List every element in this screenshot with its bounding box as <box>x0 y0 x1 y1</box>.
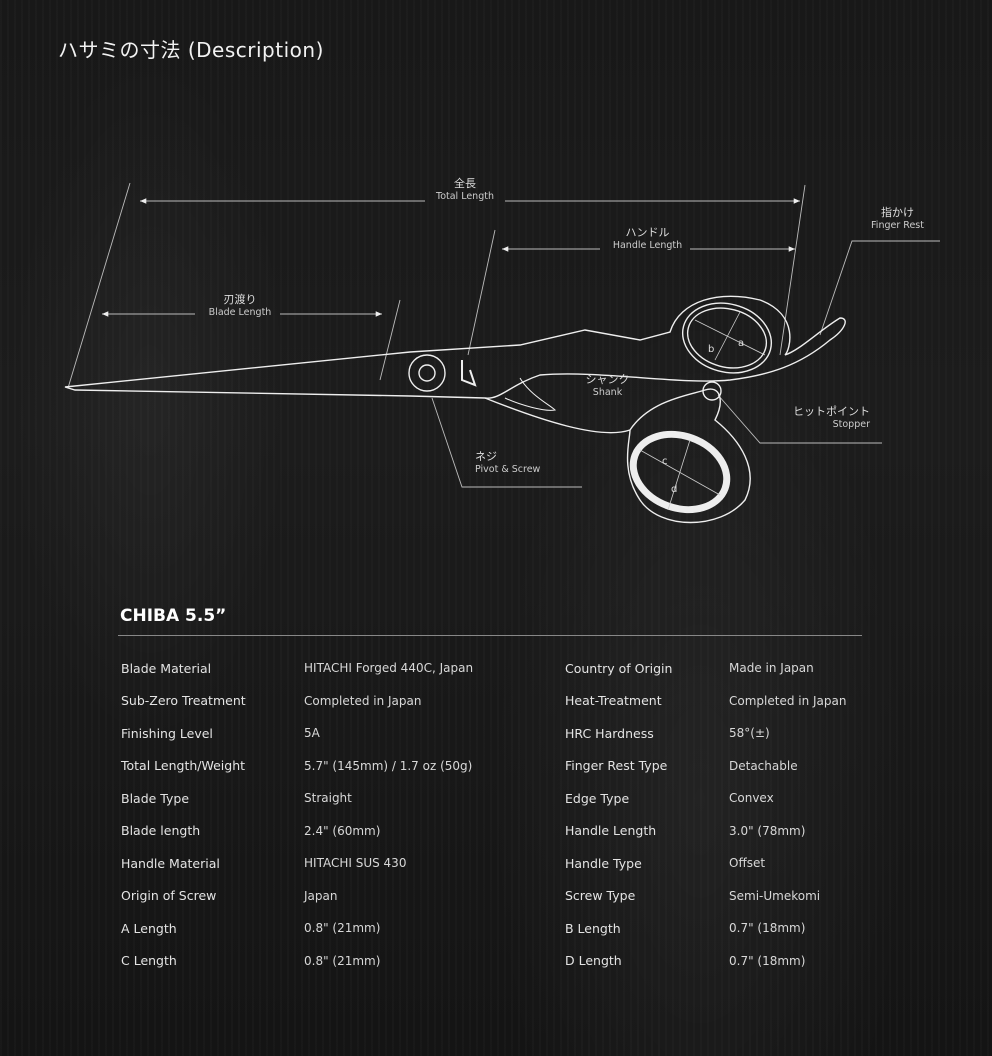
spec-value: 5A <box>304 726 320 741</box>
spec-label: Handle Type <box>565 855 642 871</box>
spec-value: 0.8" (21mm) <box>304 921 381 936</box>
spec-label: Sub-Zero Treatment <box>121 693 246 709</box>
spec-value: Completed in Japan <box>729 693 847 708</box>
spec-row: Total Length/Weight 5.7" (145mm) / 1.7 oz… <box>121 750 473 783</box>
spec-row: C Length 0.8" (21mm) <box>121 945 473 978</box>
spec-label: Country of Origin <box>565 660 673 676</box>
total-length-en: Total Length <box>436 190 494 202</box>
spec-value: HITACHI Forged 440C, Japan <box>304 661 474 676</box>
scissors-diagram <box>64 182 940 524</box>
spec-value: Japan <box>304 888 338 903</box>
spec-value: 0.7" (18mm) <box>729 921 806 936</box>
stopper-en: Stopper <box>832 418 870 430</box>
spec-label: Finishing Level <box>121 725 213 741</box>
spec-value: 58°(±) <box>729 726 770 741</box>
total-length-jp: 全長 <box>454 177 476 190</box>
spec-label: B Length <box>565 920 621 936</box>
spec-label: Blade Type <box>121 790 190 806</box>
letter-a: a <box>738 338 745 349</box>
spec-row: Sub-Zero Treatment Completed in Japan <box>121 685 473 718</box>
spec-label: Handle Material <box>121 855 220 871</box>
product-title: CHIBA 5.5” <box>120 606 227 626</box>
spec-label: Edge Type <box>565 790 630 806</box>
handle-length-en: Handle Length <box>612 239 683 251</box>
page-title: ハサミの寸法 (Description) <box>58 38 324 62</box>
spec-row: B Length 0.7" (18mm) <box>565 912 847 945</box>
spec-value: 3.0" (78mm) <box>729 823 806 838</box>
spec-value: 0.8" (21mm) <box>304 953 381 968</box>
dimension-lines <box>67 182 940 488</box>
spec-row: Finishing Level 5A <box>121 717 473 750</box>
spec-row: Handle Type Offset <box>565 847 847 880</box>
spec-value: 2.4" (60mm) <box>304 823 381 838</box>
handle-length-jp: ハンドル <box>625 226 670 239</box>
spec-row: Edge Type Convex <box>565 782 847 815</box>
spec-row: Handle Material HITACHI SUS 430 <box>121 847 473 880</box>
spec-label: Total Length/Weight <box>121 758 246 774</box>
spec-row: Origin of Screw Japan <box>121 880 473 913</box>
spec-label: HRC Hardness <box>565 725 654 741</box>
spec-label: C Length <box>121 953 177 969</box>
spec-label: D Length <box>565 953 622 969</box>
spec-row: Blade Material HITACHI Forged 440C, Japan <box>121 652 473 685</box>
spec-label: A Length <box>121 920 177 936</box>
scissors-outline <box>64 295 846 524</box>
spec-row: Finger Rest Type Detachable <box>565 750 847 783</box>
spec-row: Handle Length 3.0" (78mm) <box>565 815 847 848</box>
spec-row: Heat-Treatment Completed in Japan <box>565 685 847 718</box>
spec-label: Heat-Treatment <box>565 693 662 709</box>
spec-value: 5.7" (145mm) / 1.7 oz (50g) <box>304 758 473 773</box>
spec-row: Blade length 2.4" (60mm) <box>121 815 473 848</box>
finger-rest-en: Finger Rest <box>871 219 924 231</box>
spec-label: Origin of Screw <box>121 888 217 904</box>
letter-c: c <box>662 456 668 467</box>
spec-row: A Length 0.8" (21mm) <box>121 912 473 945</box>
divider <box>118 635 862 636</box>
spec-value: Straight <box>304 791 352 806</box>
spec-value: Completed in Japan <box>304 693 422 708</box>
spec-row: HRC Hardness 58°(±) <box>565 717 847 750</box>
spec-label: Blade Material <box>121 660 212 676</box>
spec-label: Blade length <box>121 823 201 839</box>
spec-value: Convex <box>729 791 774 806</box>
spec-row: Country of Origin Made in Japan <box>565 652 847 685</box>
spec-row: Screw Type Semi-Umekomi <box>565 880 847 913</box>
specs-left-column: Blade Material HITACHI Forged 440C, Japan… <box>121 652 473 977</box>
pivot-en: Pivot & Screw <box>475 463 541 475</box>
spec-value: Offset <box>729 856 766 871</box>
pivot-jp: ネジ <box>475 450 497 463</box>
shank-jp: シャンク <box>585 373 630 386</box>
spec-value: Semi-Umekomi <box>729 888 821 903</box>
stopper-jp: ヒットポイント <box>793 405 870 418</box>
spec-row: Blade Type Straight <box>121 782 473 815</box>
blade-length-jp: 刃渡り <box>223 293 257 306</box>
spec-row: D Length 0.7" (18mm) <box>565 945 847 978</box>
spec-value: HITACHI SUS 430 <box>304 856 407 871</box>
letter-d: d <box>671 484 678 495</box>
finger-rest-jp: 指かけ <box>881 206 914 219</box>
shank-en: Shank <box>592 386 623 398</box>
blade-length-en: Blade Length <box>208 306 272 318</box>
spec-label: Screw Type <box>565 888 636 904</box>
spec-value: Detachable <box>729 758 798 773</box>
spec-value: Made in Japan <box>729 661 814 676</box>
spec-label: Handle Length <box>565 823 657 839</box>
spec-value: 0.7" (18mm) <box>729 953 806 968</box>
letter-b: b <box>708 344 715 355</box>
spec-label: Finger Rest Type <box>565 758 668 774</box>
